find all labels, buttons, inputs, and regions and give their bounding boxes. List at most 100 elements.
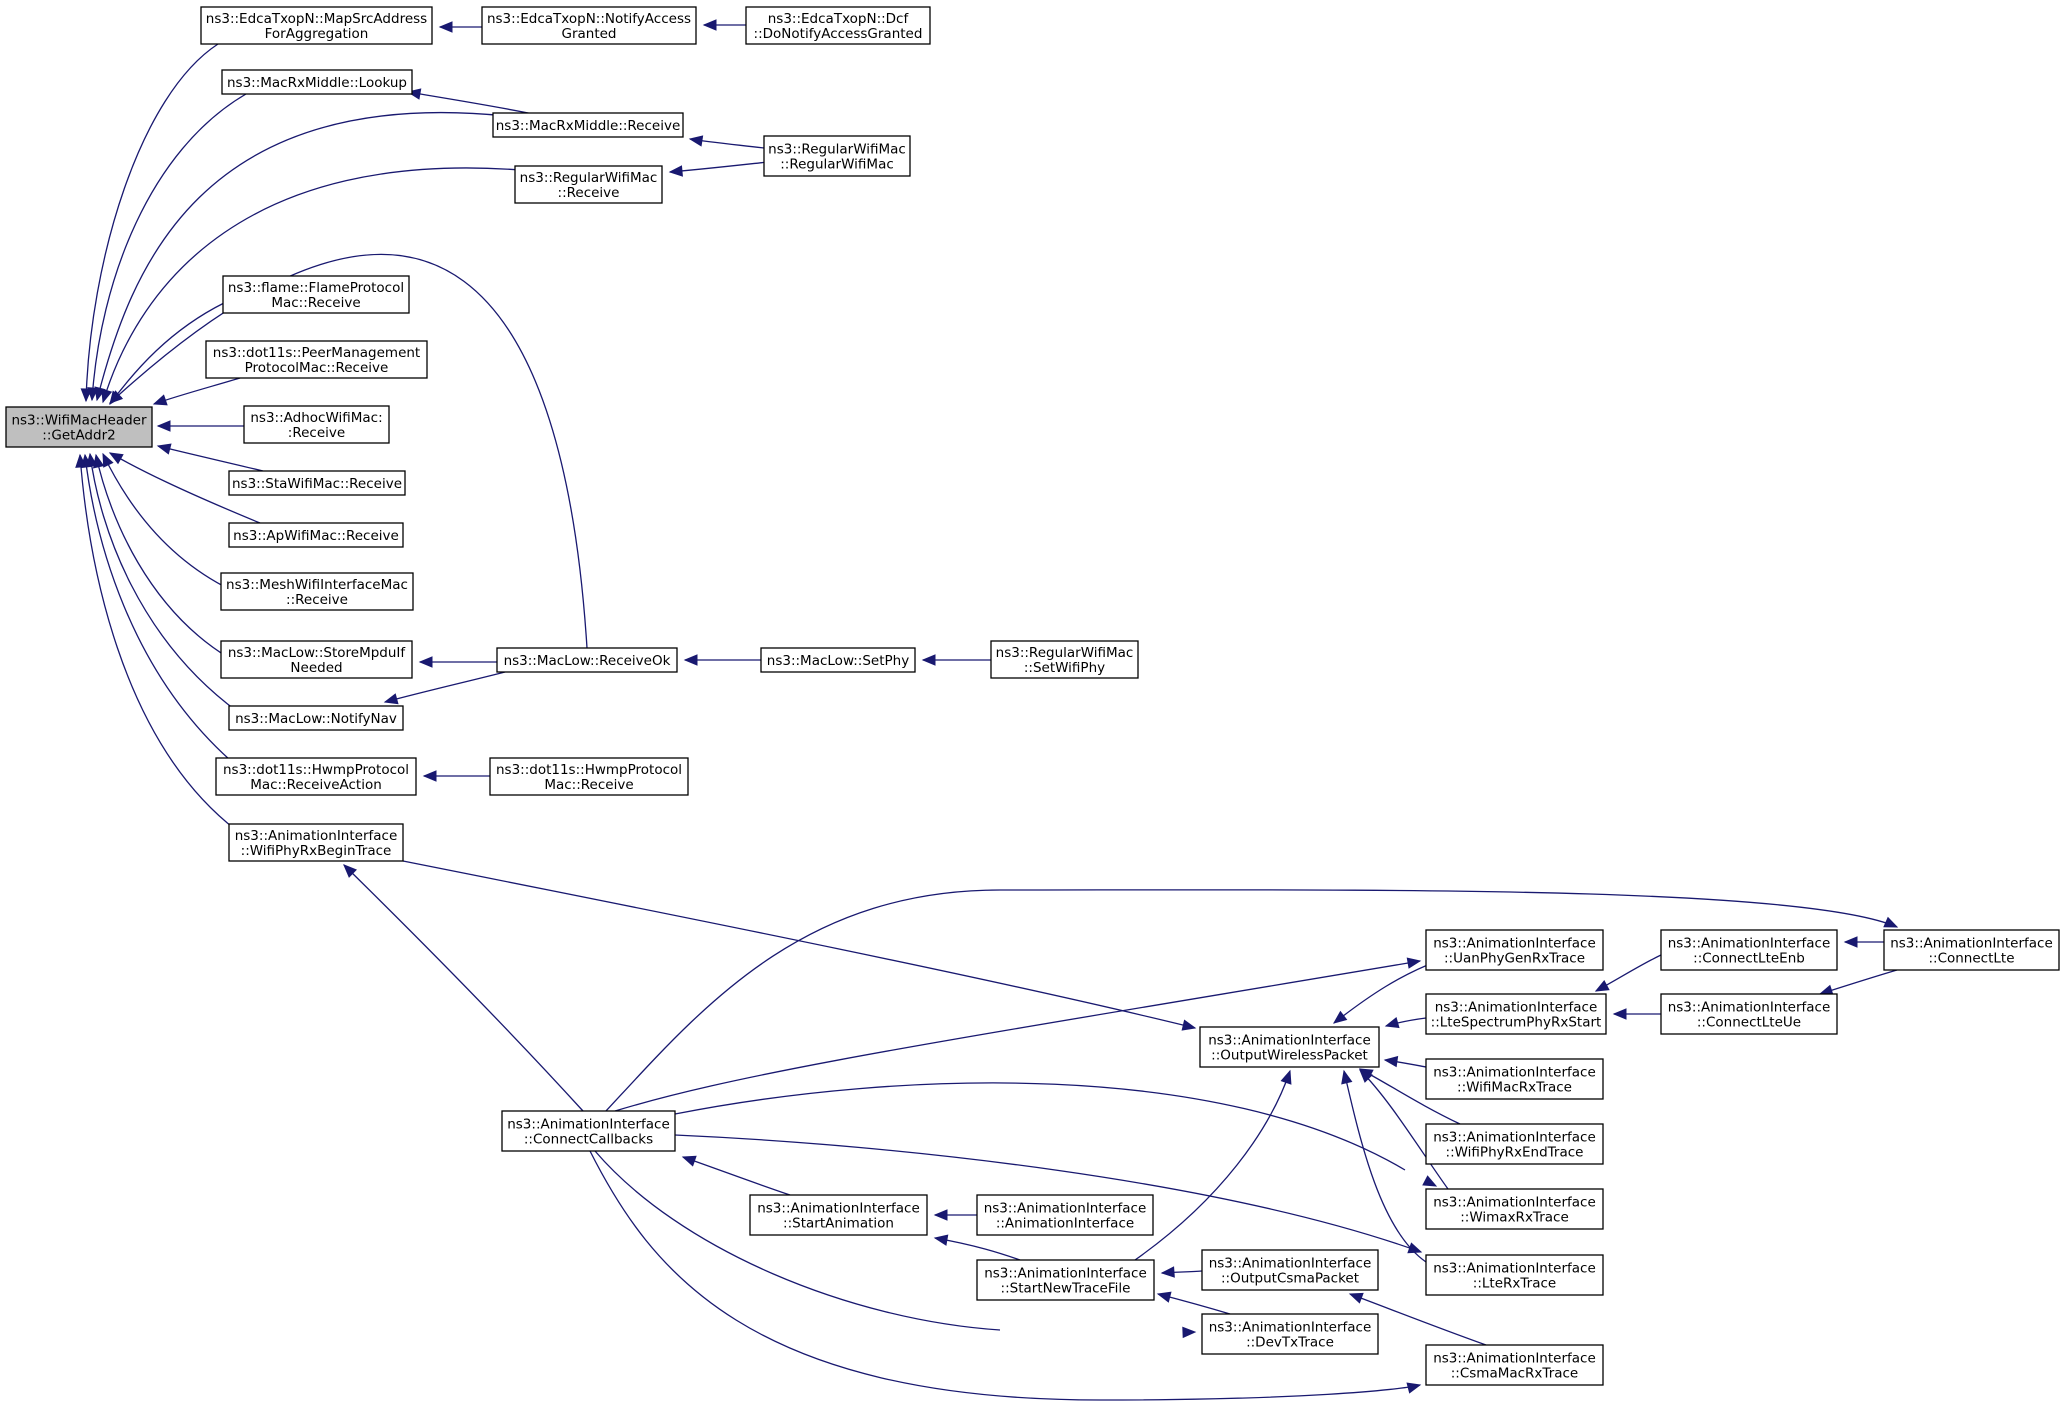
node-label: ns3::AnimationInterface — [1435, 1000, 1598, 1016]
node-dcfgranted[interactable]: ns3::EdcaTxopN::Dcf::DoNotifyAccessGrant… — [745, 6, 931, 45]
node-mesh[interactable]: ns3::MeshWifiInterfaceMac::Receive — [220, 572, 414, 611]
node-label: ::WifiMacRxTrace — [1457, 1080, 1572, 1096]
node-getaddr2[interactable]: ns3::WifiMacHeader::GetAddr2 — [5, 406, 153, 448]
edge-receiveok-to-notifynav — [383, 671, 506, 705]
arrowhead-icon — [688, 135, 704, 147]
node-sta[interactable]: ns3::StaWifiMac::Receive — [228, 470, 406, 496]
node-lookup[interactable]: ns3::MacRxMiddle::Lookup — [221, 69, 413, 95]
edge-connectcallbacks-to-lterx — [674, 1134, 1423, 1254]
node-mapsrc[interactable]: ns3::EdcaTxopN::MapSrcAddressForAggregat… — [200, 6, 433, 45]
node-box — [1425, 1254, 1604, 1296]
node-receiveok[interactable]: ns3::MacLow::ReceiveOk — [496, 647, 678, 673]
node-peermgmt[interactable]: ns3::dot11s::PeerManagementProtocolMac::… — [205, 340, 428, 379]
node-connectlte[interactable]: ns3::AnimationInterface::ConnectLte — [1883, 929, 2060, 971]
node-connectcallbacks[interactable]: ns3::AnimationInterface::ConnectCallback… — [501, 1110, 676, 1152]
arrowhead-icon — [1348, 1292, 1364, 1304]
edge-line — [102, 453, 232, 591]
node-startanimation[interactable]: ns3::AnimationInterface::StartAnimation — [749, 1194, 928, 1236]
node-label: Mac::ReceiveAction — [250, 777, 382, 793]
node-label: ::LteSpectrumPhyRxStart — [1431, 1015, 1602, 1031]
edge-connectcallbacks-to-uanphy — [614, 957, 1422, 1112]
node-animctor[interactable]: ns3::AnimationInterface::AnimationInterf… — [976, 1194, 1154, 1236]
edge-rxmiddle-to-lookup — [406, 88, 539, 116]
node-setphy[interactable]: ns3::MacLow::SetPhy — [760, 647, 916, 673]
arrowhead-icon — [1406, 957, 1422, 969]
node-box — [1425, 993, 1607, 1035]
edge-regrecv-to-getaddr2 — [101, 167, 521, 404]
node-box — [200, 6, 433, 45]
node-box — [220, 572, 414, 611]
edge-receiveok-to-storempdu — [418, 656, 497, 668]
node-label: ns3::AnimationInterface — [1433, 1065, 1596, 1081]
node-label: ns3::MacLow::ReceiveOk — [504, 653, 671, 669]
node-connectlteenb[interactable]: ns3::AnimationInterface::ConnectLteEnb — [1660, 929, 1838, 971]
node-ap[interactable]: ns3::ApWifiMac::Receive — [228, 522, 404, 548]
node-outputwireless[interactable]: ns3::AnimationInterface::OutputWirelessP… — [1199, 1026, 1380, 1068]
node-box — [489, 757, 689, 796]
node-label: ::GetAddr2 — [42, 428, 115, 444]
node-box — [492, 112, 684, 138]
node-label: ::DoNotifyAccessGranted — [754, 26, 923, 42]
node-setwifiphy[interactable]: ns3::RegularWifiMac::SetWifiPhy — [990, 640, 1139, 679]
edge-line — [79, 454, 237, 831]
edge-line — [614, 960, 1421, 1112]
node-box — [243, 405, 390, 444]
node-regctor[interactable]: ns3::RegularWifiMac::RegularWifiMac — [763, 135, 911, 177]
node-starttrace[interactable]: ns3::AnimationInterface::StartNewTraceFi… — [976, 1259, 1155, 1301]
edge-mesh-to-getaddr2 — [102, 452, 232, 591]
edge-line — [402, 860, 1196, 1029]
node-box — [514, 165, 663, 204]
node-adhoc[interactable]: ns3::AdhocWifiMac::Receive — [243, 405, 390, 444]
arrowhead-icon — [108, 452, 124, 465]
edge-line — [96, 111, 507, 401]
arrowhead-icon — [1883, 916, 1899, 928]
node-label: ns3::AnimationInterface — [1209, 1320, 1372, 1336]
edge-line — [605, 889, 1898, 1112]
node-regrecv[interactable]: ns3::RegularWifiMac::Receive — [514, 165, 663, 204]
node-label: ns3::AnimationInterface — [1433, 1261, 1596, 1277]
node-wifiphyrxbegin[interactable]: ns3::AnimationInterface::WifiPhyRxBeginT… — [228, 823, 404, 862]
node-label: ns3::MacLow::NotifyNav — [235, 711, 397, 727]
edge-line — [682, 1156, 791, 1196]
node-wifimacrx[interactable]: ns3::AnimationInterface::WifiMacRxTrace — [1425, 1058, 1604, 1100]
node-rxmiddle[interactable]: ns3::MacRxMiddle::Receive — [492, 112, 684, 138]
node-notifyaccess[interactable]: ns3::EdcaTxopN::NotifyAccessGranted — [481, 6, 697, 45]
node-uanphy[interactable]: ns3::AnimationInterface::UanPhyGenRxTrac… — [1425, 929, 1604, 971]
node-hwmpaction[interactable]: ns3::dot11s::HwmpProtocolMac::ReceiveAct… — [215, 757, 417, 796]
node-label: ns3::AnimationInterface — [507, 1117, 670, 1133]
node-ltespectrum[interactable]: ns3::AnimationInterface::LteSpectrumPhyR… — [1425, 993, 1607, 1035]
node-notifynav[interactable]: ns3::MacLow::NotifyNav — [228, 705, 404, 731]
arrowhead-icon — [343, 864, 357, 878]
arrowhead-icon — [933, 1234, 949, 1246]
edge-starttrace-to-outputwireless — [1134, 1069, 1292, 1261]
node-label: ns3::EdcaTxopN::NotifyAccess — [487, 11, 691, 27]
edge-wifiphyrxbegin-to-getaddr2 — [75, 453, 237, 831]
arrowhead-icon — [1160, 1266, 1175, 1278]
edge-storempdu-to-getaddr2 — [92, 453, 230, 659]
node-wimaxrx[interactable]: ns3::AnimationInterface::WimaxRxTrace — [1425, 1188, 1604, 1230]
node-box — [749, 1194, 928, 1236]
node-devtx[interactable]: ns3::AnimationInterface::DevTxTrace — [1201, 1313, 1379, 1355]
node-label: Mac::Receive — [271, 295, 360, 311]
node-label: ::Receive — [286, 592, 348, 608]
edge-line — [157, 445, 264, 472]
node-wifiphyrxend[interactable]: ns3::AnimationInterface::WifiPhyRxEndTra… — [1425, 1123, 1604, 1165]
node-connectlteue[interactable]: ns3::AnimationInterface::ConnectLteUe — [1660, 993, 1838, 1035]
node-label: ::CsmaMacRxTrace — [1451, 1366, 1579, 1382]
node-box — [1199, 1026, 1380, 1068]
node-lterx[interactable]: ns3::AnimationInterface::LteRxTrace — [1425, 1254, 1604, 1296]
node-outputcsma[interactable]: ns3::AnimationInterface::OutputCsmaPacke… — [1201, 1249, 1379, 1291]
node-box — [215, 757, 417, 796]
edge-line — [674, 1082, 1406, 1171]
node-label: ::OutputWirelessPacket — [1211, 1048, 1368, 1064]
arrowhead-icon — [152, 394, 168, 406]
node-label: ::ConnectLteEnb — [1693, 951, 1805, 967]
node-label: ForAggregation — [265, 26, 369, 42]
node-label: ns3::ApWifiMac::Receive — [233, 528, 399, 544]
node-box — [1883, 929, 2060, 971]
node-csmamacrx[interactable]: ns3::AnimationInterface::CsmaMacRxTrace — [1425, 1344, 1604, 1386]
node-label: ns3::MacRxMiddle::Receive — [496, 118, 681, 134]
